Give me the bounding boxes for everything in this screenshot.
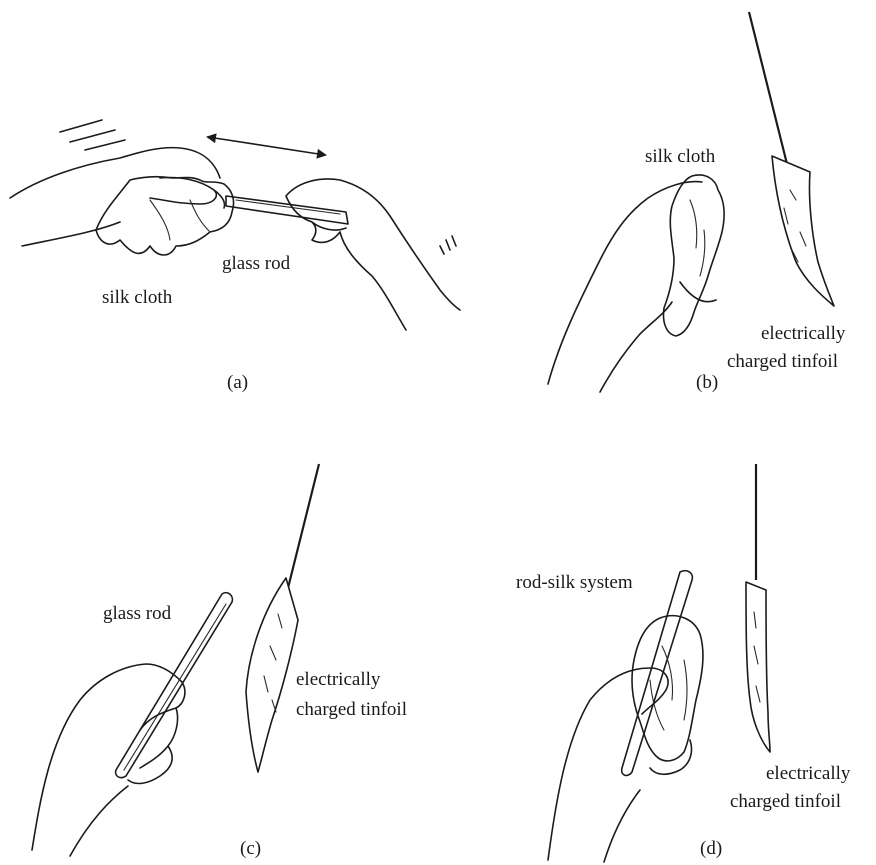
glass-rod-a — [226, 196, 348, 224]
tinfoil-c — [246, 578, 298, 772]
silk-cloth-b — [664, 175, 725, 336]
suspension-thread-c — [284, 464, 319, 604]
label-silk-cloth-a: silk cloth — [102, 286, 172, 309]
label-rod-silk-system: rod-silk system — [516, 571, 633, 594]
caption-a: (a) — [227, 372, 248, 394]
hand-b — [548, 182, 716, 392]
suspension-thread-b — [749, 12, 788, 168]
double-arrow — [208, 137, 325, 155]
tinfoil-d — [746, 582, 770, 752]
label-tinfoil-c-line2: charged tinfoil — [296, 698, 407, 721]
panel-a-illustration — [10, 120, 460, 330]
label-tinfoil-b-line1: electrically — [761, 322, 845, 345]
caption-b: (b) — [696, 372, 718, 394]
caption-d: (d) — [700, 838, 722, 860]
label-tinfoil-d-line2: charged tinfoil — [730, 790, 841, 813]
hand-d — [548, 668, 692, 862]
label-glass-rod-a: glass rod — [222, 252, 290, 275]
right-hand — [286, 179, 460, 330]
label-glass-rod-c: glass rod — [103, 602, 171, 625]
label-tinfoil-b-line2: charged tinfoil — [727, 350, 838, 373]
panel-c-illustration — [32, 464, 319, 856]
caption-c: (c) — [240, 838, 261, 860]
label-tinfoil-d-line1: electrically — [766, 762, 850, 785]
label-silk-cloth-b: silk cloth — [645, 145, 715, 168]
label-tinfoil-c-line1: electrically — [296, 668, 380, 691]
tinfoil-b — [772, 156, 834, 306]
